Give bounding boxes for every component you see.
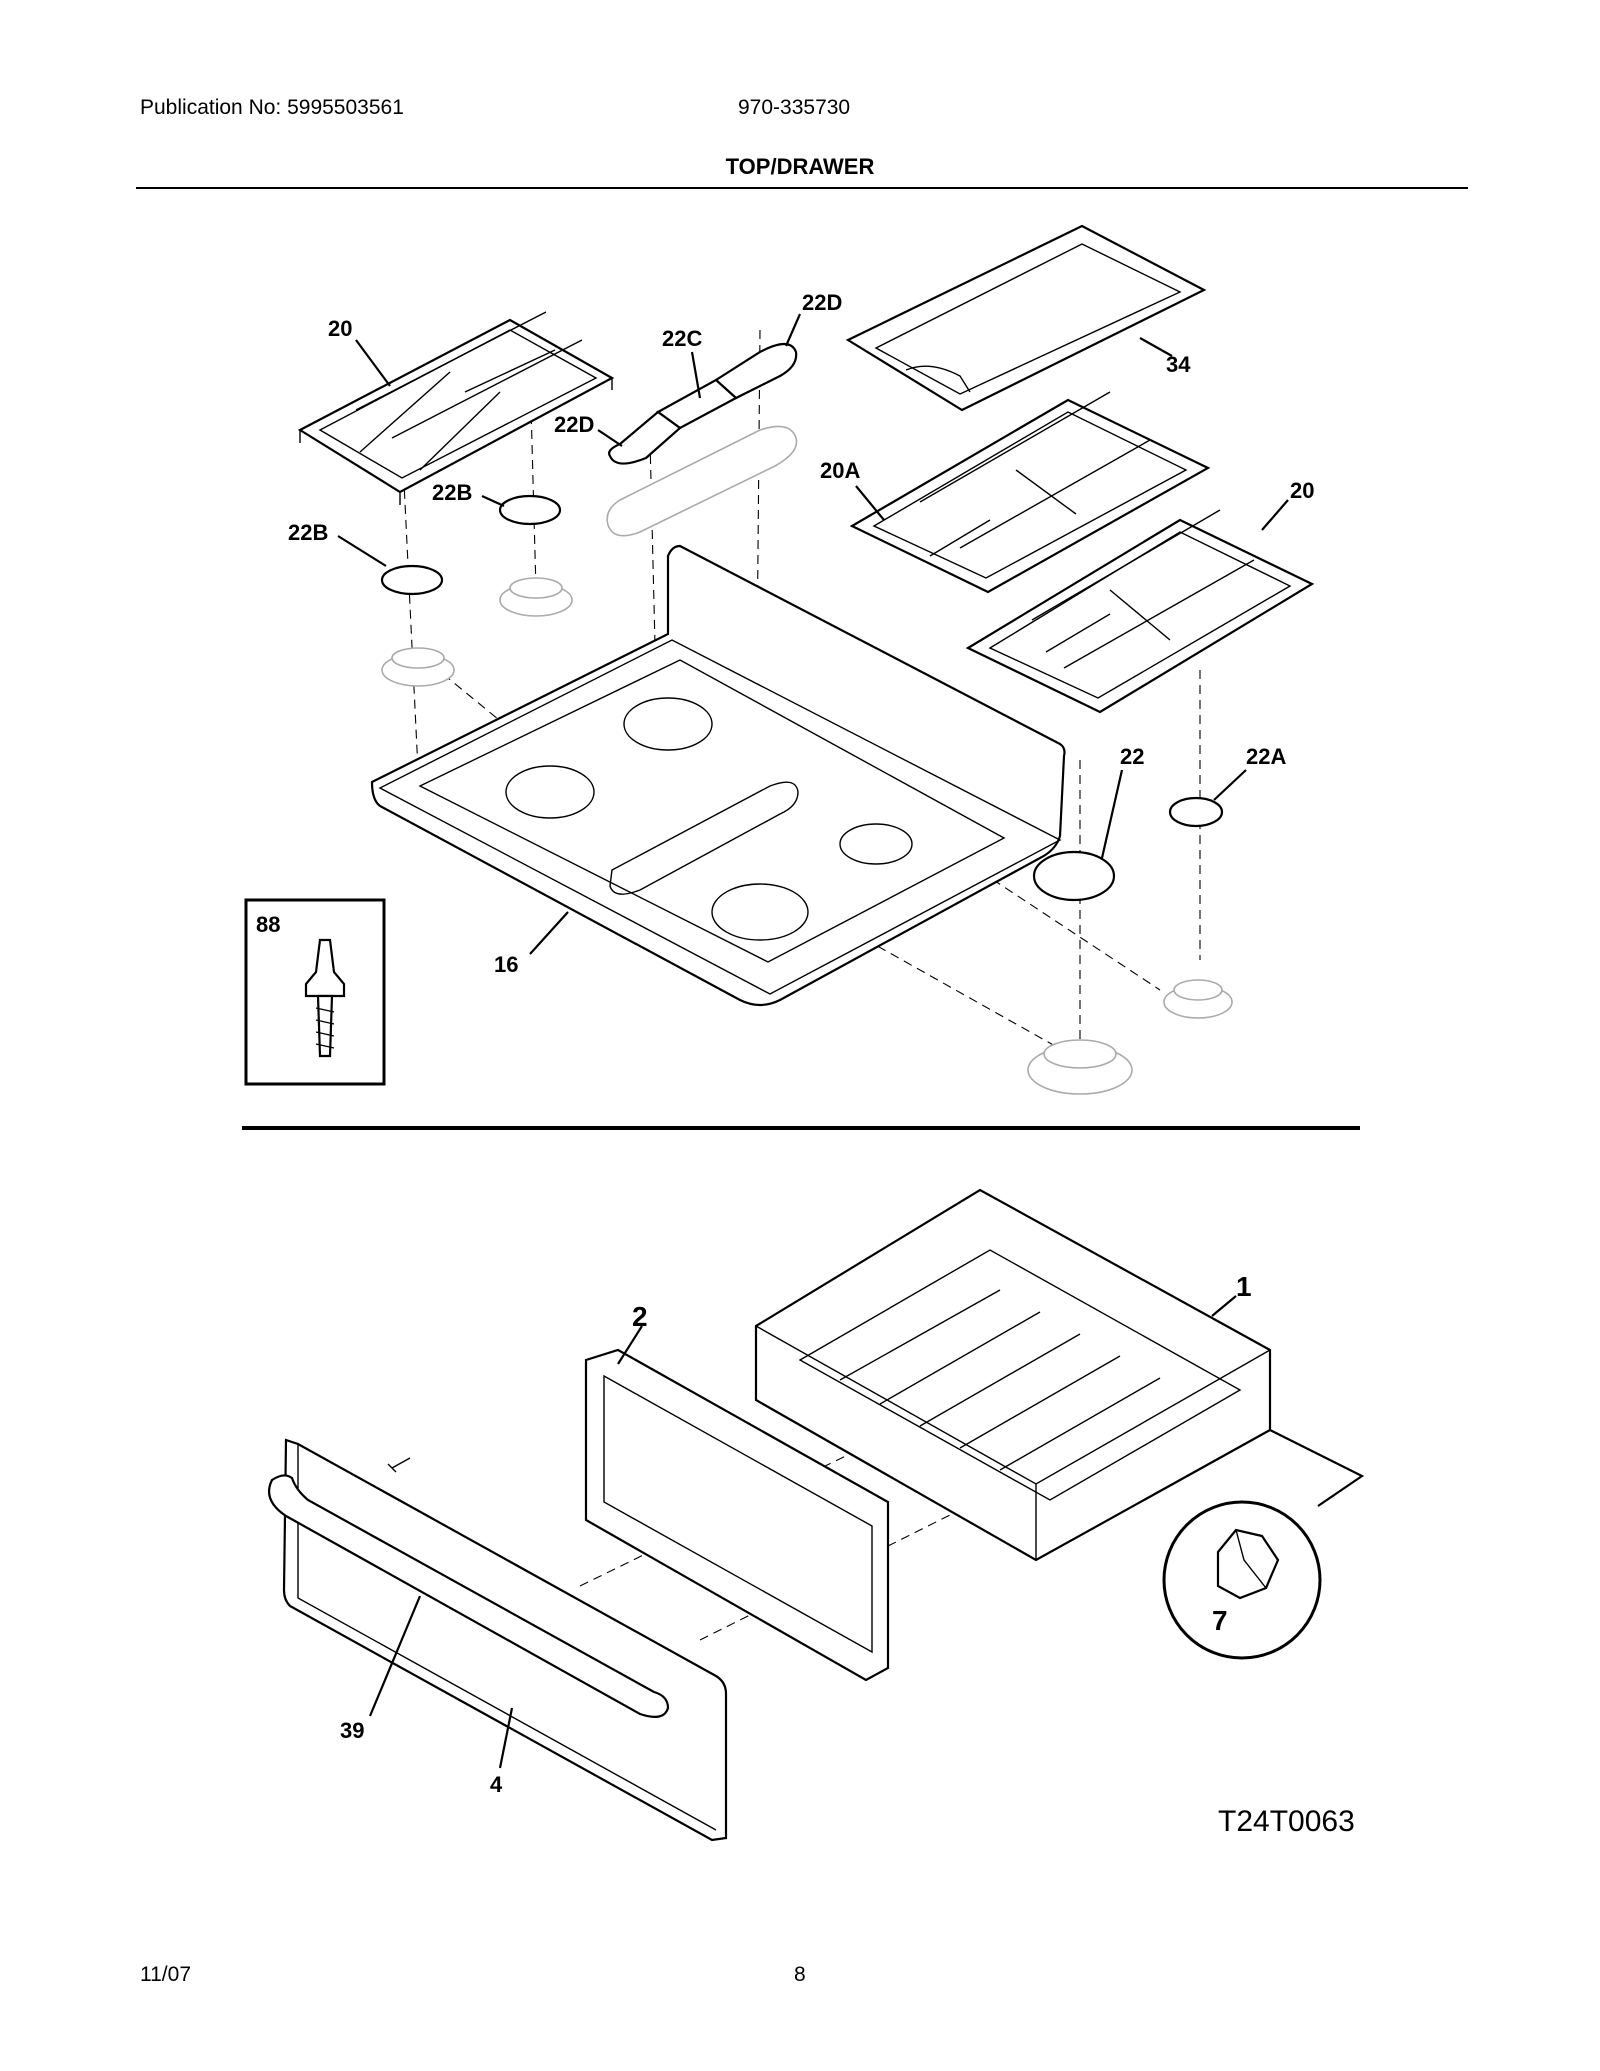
leader-lines: [337, 313, 1289, 1769]
grate-left: [297, 311, 615, 505]
burner-base-center-oval: [606, 425, 798, 537]
cap-22d-lower: [608, 410, 682, 465]
footer-date: 11/07: [140, 1963, 191, 1986]
callout-22c: 22C: [662, 326, 702, 351]
burner-base-right-rear: [1163, 979, 1233, 1019]
callout-4: 4: [490, 1772, 503, 1797]
cap-22d-upper: [714, 342, 798, 400]
stud-inset: [244, 898, 386, 1086]
cap-22b-lower: [380, 564, 444, 596]
callout-16: 16: [494, 952, 518, 977]
callout-20-left: 20: [328, 316, 352, 341]
cap-22: [1032, 850, 1116, 902]
callout-88: 88: [256, 912, 280, 937]
callout-22d-lower: 22D: [554, 412, 594, 437]
burner-base-lower-left: [499, 577, 573, 617]
callout-7: 7: [1212, 1605, 1228, 1636]
callout-22b-lower: 22B: [288, 520, 328, 545]
clip-inset: [1162, 1429, 1365, 1660]
cooktop: [370, 544, 1066, 1007]
section-title: TOP/DRAWER: [725, 154, 875, 179]
callout-22a: 22A: [1246, 744, 1286, 769]
callout-1: 1: [1236, 1271, 1252, 1302]
burner-base-upper-left: [381, 647, 455, 687]
callout-34: 34: [1166, 352, 1191, 377]
figure-code: T24T0063: [1218, 1805, 1355, 1838]
header-rule: [136, 187, 1468, 189]
cap-22a: [1168, 796, 1224, 828]
callout-22b-upper: 22B: [432, 480, 472, 505]
grate-right: [965, 509, 1315, 714]
cap-22b-upper: [498, 494, 562, 526]
callout-2: 2: [632, 1301, 648, 1332]
page-number: 8: [794, 1963, 806, 1986]
grate-center: [849, 391, 1211, 594]
callout-22d-upper: 22D: [802, 290, 842, 315]
callout-20-right: 20: [1290, 478, 1314, 503]
publication-number: Publication No: 5995503561: [140, 96, 404, 119]
burner-base-right-front: [1027, 1039, 1133, 1095]
drawer-screw: [387, 1457, 411, 1473]
drawer-handle: [268, 1474, 670, 1719]
griddle: [845, 224, 1207, 412]
callout-39: 39: [340, 1718, 364, 1743]
callout-22: 22: [1120, 744, 1144, 769]
drawer-liner: [584, 1348, 890, 1682]
section-divider: [242, 1126, 1360, 1130]
callout-20a: 20A: [820, 458, 860, 483]
model-number: 970-335730: [738, 96, 851, 119]
